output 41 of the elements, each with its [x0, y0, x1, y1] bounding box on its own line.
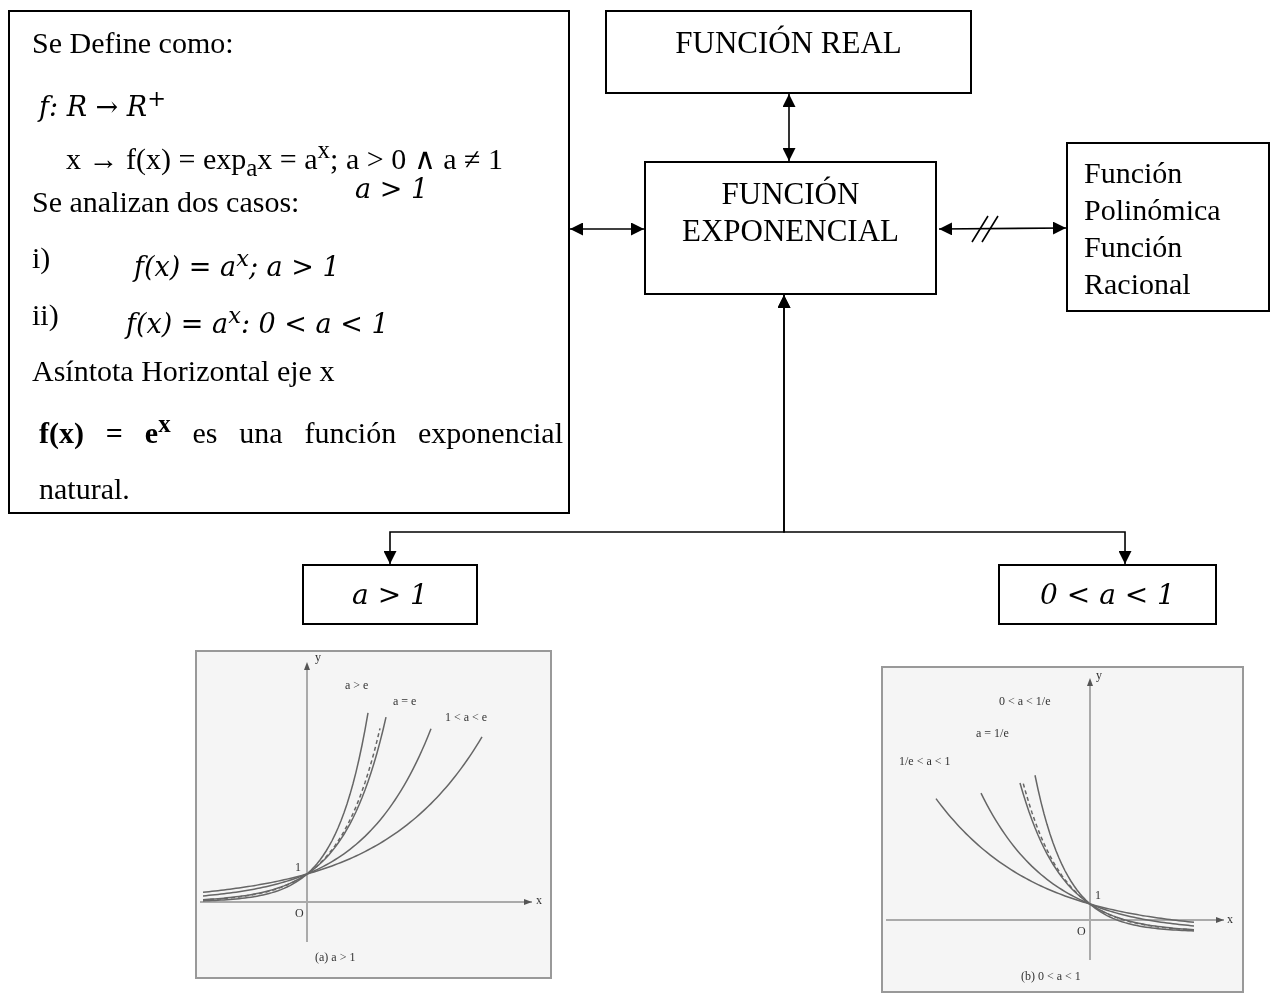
graph-label: y [315, 650, 321, 665]
text-box [605, 10, 972, 94]
double-arrow [777, 294, 1132, 565]
list-marker: i) [32, 240, 51, 276]
box-label: 0 < a < 1 [1040, 577, 1175, 613]
text-line: Se analizan dos casos: [32, 184, 300, 220]
graph-label: (a) a > 1 [315, 950, 356, 965]
text-box [302, 564, 478, 625]
graph-label: O [295, 906, 304, 921]
text-line: f(x) = e$^{x}$ es una función exponencial natural. [39, 409, 563, 507]
double-arrow [569, 222, 645, 236]
graph-label: 1 [1095, 888, 1101, 903]
text-box [998, 564, 1217, 625]
graph-label: 0 < a < 1/e [999, 694, 1051, 709]
text-line: Asíntota Horizontal eje x [32, 353, 335, 389]
graph-label: 1/e < a < 1 [899, 754, 951, 769]
graph-label: a > e [345, 678, 369, 693]
graph-label: x [1227, 912, 1233, 927]
box-label: a > 1 [352, 577, 428, 613]
graph-label: 1 [295, 860, 301, 875]
formula: f(x) = a$^{x}$; a > 1 [134, 244, 340, 284]
list-marker: ii) [32, 297, 59, 333]
graph-label: (b) 0 < a < 1 [1021, 969, 1081, 984]
double-arrow [782, 93, 796, 162]
graph-label: x [536, 893, 542, 908]
graph-label: a = 1/e [976, 726, 1009, 741]
graph-label: O [1077, 924, 1086, 939]
graph-label: y [1096, 668, 1102, 683]
formula: f(x) = a$^{x}$: 0 < a < 1 [126, 301, 389, 341]
box-label: FUNCIÓN EXPONENCIAL [681, 175, 900, 249]
text-box [644, 161, 937, 295]
box-label: Función Polinómica [1084, 155, 1222, 228]
text-box [1066, 142, 1270, 312]
box-label: Función Racional [1084, 229, 1192, 302]
graph-label: a = e [393, 694, 417, 709]
formula: f: R → R$^{+}$ [39, 84, 166, 124]
box-label: FUNCIÓN REAL [675, 24, 902, 61]
definition-heading: Se Define como: [32, 25, 234, 61]
double-arrow [938, 221, 1067, 236]
definition-box [8, 10, 570, 514]
graph-label: 1 < a < e [445, 710, 488, 725]
